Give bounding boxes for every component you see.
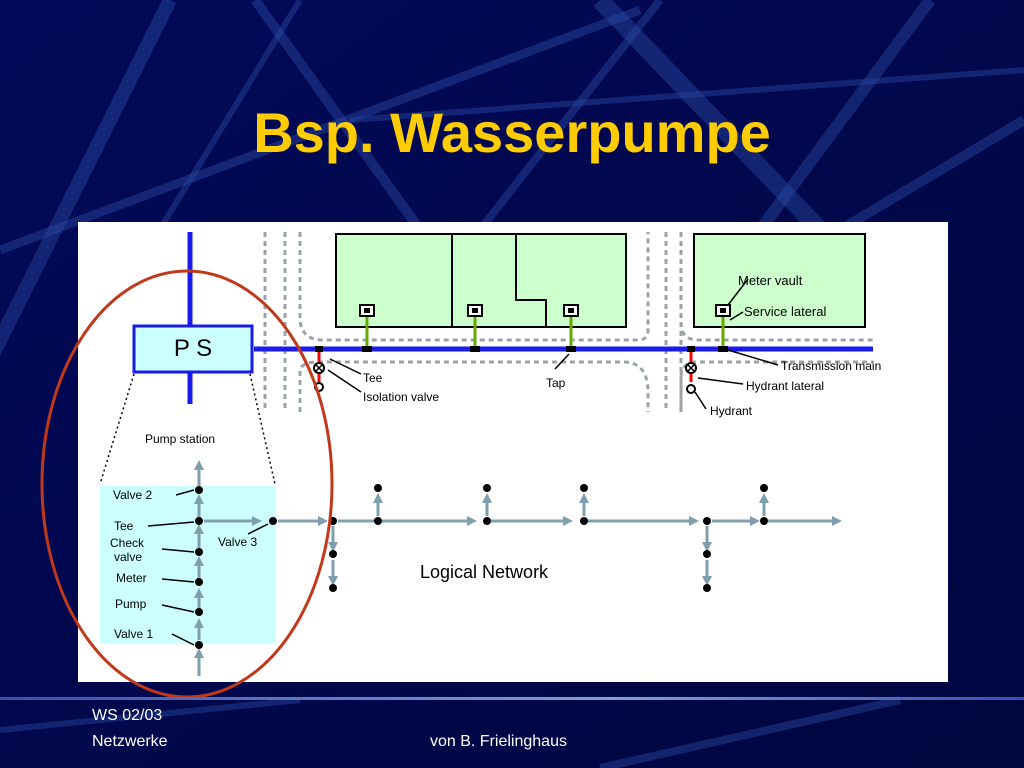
label-isolation-valve: Isolation valve [363,390,439,404]
ps-label: P S [174,335,212,362]
pump-station-panel [100,486,276,644]
slide-title: Bsp. Wasserpumpe [253,101,771,164]
label-logical-network: Logical Network [420,562,549,582]
footer-course: Netzwerke [92,733,168,750]
label-check-valve-line1: Check [110,536,145,550]
label-check-valve-line2: valve [114,550,142,564]
footer-semester: WS 02/03 [92,707,163,724]
label-valve-2: Valve 2 [113,488,152,502]
label-transmission-main: Transmission main [781,359,881,373]
label-hydrant-lateral: Hydrant lateral [746,379,824,393]
label-tee: Tee [363,371,383,385]
label-valve-3: Valve 3 [218,535,257,549]
label-hydrant: Hydrant [710,404,753,418]
service-laterals [365,314,725,350]
label-tee-pump: Tee [114,519,134,533]
footer-divider [0,697,1024,700]
label-service-lateral: Service lateral [744,304,826,319]
label-meter: Meter [116,571,147,585]
water-network-diagram: P S [78,222,948,682]
footer-author: von B. Frielinghaus [430,733,567,750]
label-pump-station: Pump station [145,432,215,446]
label-valve-1: Valve 1 [114,627,153,641]
label-meter-vault: Meter vault [738,273,803,288]
label-tap: Tap [546,376,566,390]
label-pump: Pump [115,597,147,611]
